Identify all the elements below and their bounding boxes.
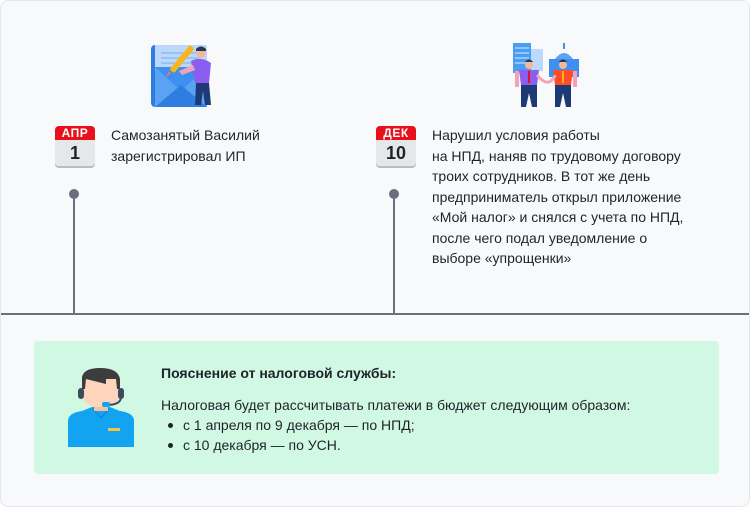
timeline-stem bbox=[393, 194, 395, 314]
note-body: Налоговая будет рассчитывать платежи в б… bbox=[161, 395, 630, 455]
note-list-item: с 10 декабря — по УСН. bbox=[167, 435, 630, 455]
event-text-line: зарегистрировал ИП bbox=[111, 147, 246, 164]
calendar-month: ДЕК bbox=[376, 126, 416, 140]
event-text-line: на НПД, наняв по трудовому договору bbox=[432, 147, 681, 164]
support-agent-icon bbox=[68, 368, 134, 447]
event-text-line: выборе «упрощенки» bbox=[432, 250, 572, 266]
note-list-item: с 1 апреля по 9 декабря — по НПД; bbox=[167, 415, 630, 435]
event-text-line: троих сотрудников. В тот же день bbox=[432, 168, 651, 184]
calendar-month: АПР bbox=[55, 126, 95, 140]
note-list: с 1 апреля по 9 декабря — по НПД; с 10 д… bbox=[161, 415, 630, 455]
note-title: Пояснение от налоговой службы: bbox=[161, 365, 397, 381]
event-text-line: «Мой налог» и снялся с учета по НПД, bbox=[432, 209, 684, 225]
tax-service-note: Пояснение от налоговой службы: Налоговая… bbox=[34, 341, 719, 474]
event-text-line: предприниматель открыл приложение bbox=[432, 188, 682, 205]
event-description: Самозанятый Василий зарегистрировал ИП bbox=[111, 125, 260, 166]
event-text-line: Самозанятый Василий bbox=[111, 127, 260, 143]
timeline-stem bbox=[73, 194, 75, 314]
event-description: Нарушил условия работы на НПД, наняв по … bbox=[432, 125, 683, 269]
calendar-day: 1 bbox=[55, 140, 95, 166]
handshake-illustration-icon bbox=[513, 43, 579, 107]
calendar-date-badge: ДЕК 10 bbox=[376, 126, 416, 166]
registration-illustration-icon bbox=[151, 45, 211, 107]
calendar-day: 10 bbox=[376, 140, 416, 166]
note-intro: Налоговая будет рассчитывать платежи в б… bbox=[161, 397, 631, 413]
event-text-line: после чего подал уведомление о bbox=[432, 229, 648, 246]
calendar-date-badge: АПР 1 bbox=[55, 126, 95, 166]
event-text-line: Нарушил условия работы bbox=[432, 127, 600, 143]
timeline-axis bbox=[1, 313, 749, 315]
